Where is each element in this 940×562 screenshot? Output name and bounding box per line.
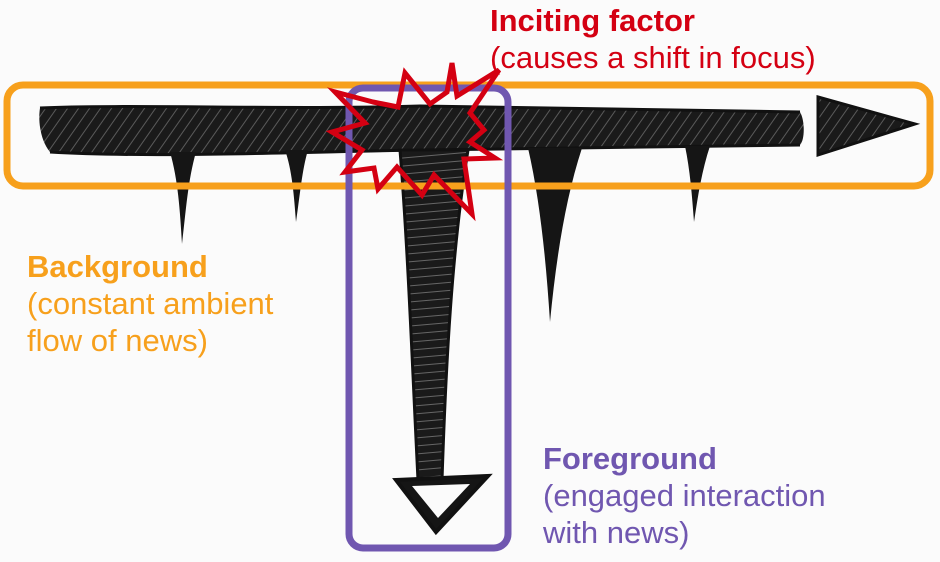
drip-1 [170,152,196,244]
foreground-description-line-1: (engaged interaction [543,478,826,513]
background-label: Background (constant ambient flow of new… [27,248,273,359]
background-description-line-2: flow of news) [27,323,208,358]
drip-3 [528,148,582,322]
inciting-factor-description: (causes a shift in focus) [490,40,816,75]
foreground-box [345,84,512,552]
background-description-line-1: (constant ambient [27,286,274,321]
background-title: Background [27,249,208,284]
inciting-star-icon [325,62,504,222]
stream-arrowhead [816,95,921,158]
inciting-factor-label: Inciting factor (causes a shift in focus… [490,2,816,76]
foreground-title: Foreground [543,441,717,476]
inciting-factor-title: Inciting factor [490,3,695,38]
background-stream [39,95,921,322]
foreground-label: Foreground (engaged interaction with new… [543,440,826,551]
foreground-description-line-2: with news) [543,515,690,550]
foreground-arrow [392,148,493,536]
